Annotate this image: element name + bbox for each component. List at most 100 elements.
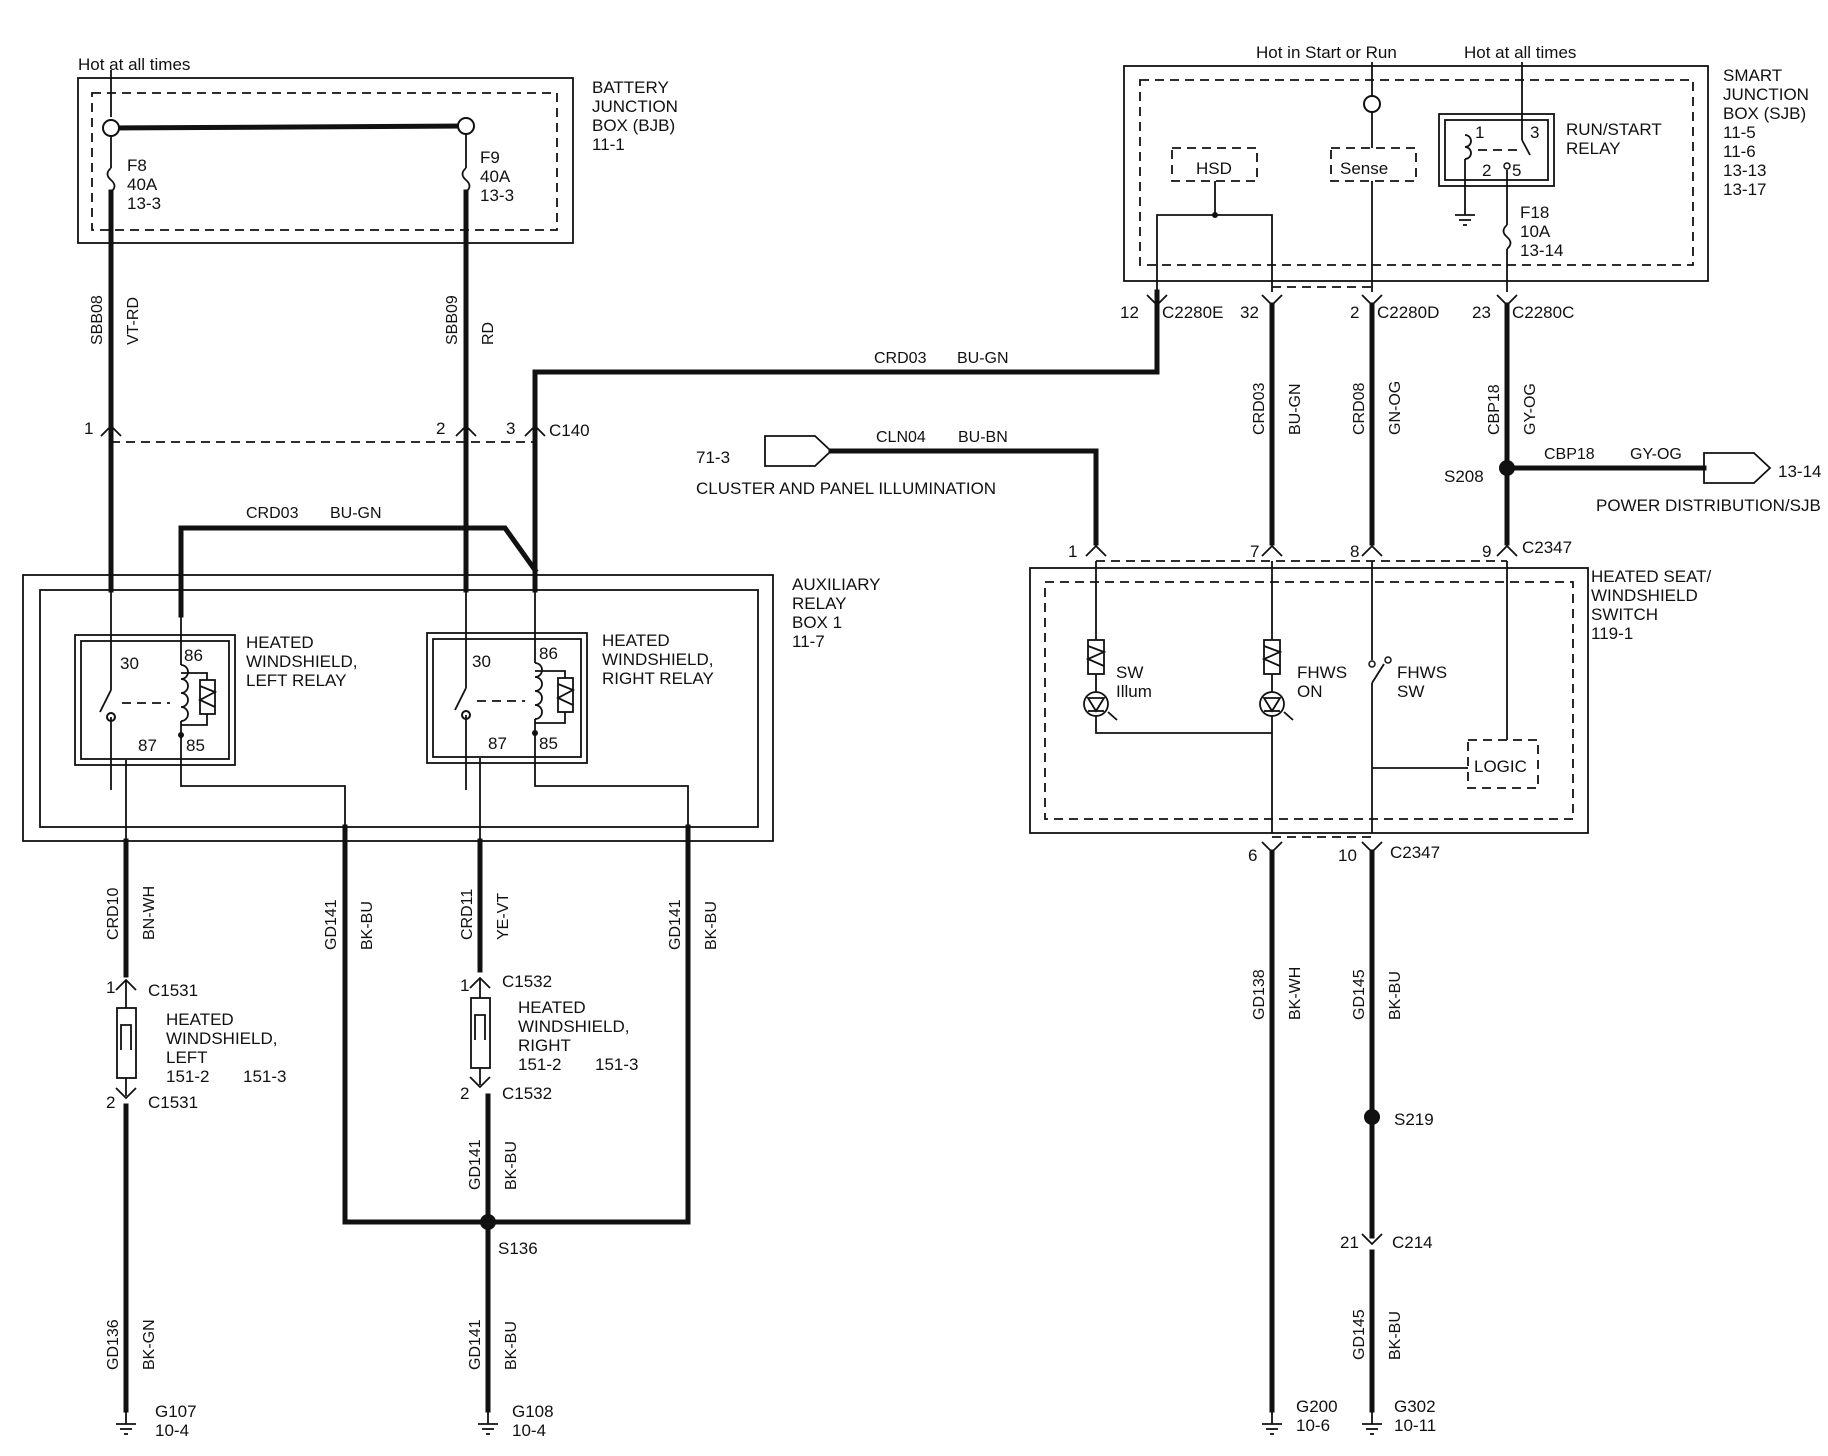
connector-c2280c-label: C2280C: [1512, 303, 1574, 322]
svg-text:G107: G107: [155, 1402, 197, 1421]
fhws-on-resistor-icon: [1261, 645, 1283, 667]
wire-gd141-b-color: BK-BU: [703, 901, 720, 950]
connector-c1532-bottom: C1532: [502, 1084, 552, 1103]
sw-illum-resistor-icon: [1085, 645, 1107, 667]
bjb-title-1: BATTERY: [592, 78, 669, 97]
fuse-f8-rating: 40A: [127, 175, 158, 194]
svg-text:2: 2: [436, 419, 445, 438]
heater-grid-left-icon: [120, 1024, 132, 1050]
sjb-ref-3: 13-13: [1723, 161, 1766, 180]
hw-right-ref-1: 151-2: [518, 1055, 561, 1074]
cluster-ref: 71-3: [696, 448, 730, 467]
wire-gd138-circuit: GD138: [1251, 969, 1268, 1020]
wire-crd11-color: YE-VT: [495, 893, 512, 940]
sjb-ref-4: 13-17: [1723, 180, 1766, 199]
svg-text:9: 9: [1482, 542, 1491, 561]
hw-right-title-2: WINDSHIELD,: [518, 1017, 629, 1036]
switch-ref: 119-1: [1591, 624, 1633, 643]
power-distribution-arrow-icon: [1703, 452, 1772, 484]
hw-right-title-3: RIGHT: [518, 1036, 571, 1055]
connector-c140-label: C140: [549, 421, 590, 440]
fuse-f8-label: F8: [127, 156, 147, 175]
wire-crd08-color: GN-OG: [1387, 381, 1404, 435]
fuse-f9-label: F9: [480, 148, 500, 167]
aux-box-title-1: AUXILIARY: [792, 575, 881, 594]
power-distribution-label: POWER DISTRIBUTION/SJB: [1596, 496, 1821, 515]
fuse-f9-icon: [461, 167, 471, 193]
sjb-title-1: SMART: [1723, 66, 1782, 85]
connector-c214-icon: [1361, 1233, 1383, 1246]
svg-text:85: 85: [539, 734, 558, 753]
fuse-f18-ref: 13-14: [1520, 241, 1563, 260]
svg-text:6: 6: [1248, 846, 1257, 865]
svg-text:10-11: 10-11: [1394, 1416, 1436, 1435]
heated-windshield-right-element: 1 C1532 2 C1532 HEATED WINDSHIELD, RIGHT…: [460, 972, 638, 1103]
splice-s219-label: S219: [1394, 1110, 1434, 1129]
left-relay-title-2: WINDSHIELD,: [246, 652, 357, 671]
connector-c2347-top-label: C2347: [1522, 538, 1572, 557]
splice-s136-icon: [480, 1214, 496, 1230]
left-relay-title-3: LEFT RELAY: [246, 671, 346, 690]
battery-junction-box: Hot at all times F8 40A 13-3 F9 40A 13-3…: [77, 55, 678, 244]
switch-title-2: WINDSHIELD: [1591, 586, 1698, 605]
svg-text:10: 10: [1338, 846, 1357, 865]
splice-s136-label: S136: [498, 1239, 538, 1258]
connector-c214-label: C214: [1392, 1233, 1433, 1252]
wire-cln04-circuit: CLN04: [876, 429, 926, 446]
wire-cln04-color: BU-BN: [958, 429, 1008, 446]
power-distribution-ref: 13-14: [1778, 462, 1821, 481]
wire-gd145-a-circuit: GD145: [1351, 969, 1368, 1020]
connector-c1532-top: C1532: [502, 972, 552, 991]
hw-right-ref-2: 151-3: [595, 1055, 638, 1074]
wire-crd03-top-color: BU-GN: [957, 350, 1009, 367]
svg-text:1: 1: [106, 978, 115, 997]
fhws-sw-label-2: SW: [1397, 682, 1424, 701]
wire-crd03-v-circuit: CRD03: [1251, 382, 1268, 435]
splice-s208-label: S208: [1444, 467, 1484, 486]
svg-text:32: 32: [1240, 303, 1259, 322]
wire-crd10-color: BN-WH: [141, 886, 158, 940]
ground-g108: G108 10-4: [478, 1402, 554, 1440]
smart-junction-box: Hot in Start or Run Hot at all times HSD…: [1123, 43, 1809, 292]
wire-gd138-color: BK-WH: [1287, 967, 1304, 1020]
connector-c2280e-label: C2280E: [1162, 303, 1223, 322]
svg-text:G200: G200: [1296, 1397, 1338, 1416]
svg-text:G108: G108: [512, 1402, 554, 1421]
svg-text:7: 7: [1250, 542, 1259, 561]
wire-cbp18-v-circuit: CBP18: [1486, 384, 1503, 435]
relay-coil-right-icon: [534, 662, 543, 720]
svg-text:1: 1: [1068, 542, 1077, 561]
cluster-panel-illumination: 71-3 CLUSTER AND PANEL ILLUMINATION CLN0…: [696, 429, 1099, 546]
heated-windshield-left-relay: 30 86 87 85 HEATED WINDSHIELD, LEFT RELA…: [74, 590, 357, 790]
fuse-f18-rating: 10A: [1520, 222, 1551, 241]
svg-text:87: 87: [488, 734, 507, 753]
wire-cbp18-v-color: GY-OG: [1522, 383, 1539, 435]
hot-at-all-times-label-left: Hot at all times: [78, 55, 190, 74]
aux-box-title-2: RELAY: [792, 594, 847, 613]
wire-gd145-b-circuit: GD145: [1351, 1309, 1368, 1360]
svg-text:G302: G302: [1394, 1397, 1436, 1416]
wire-crd03-mid-color: BU-GN: [330, 505, 382, 522]
wire-sbb09-color: RD: [480, 322, 497, 345]
right-relay-title-1: HEATED: [602, 631, 670, 650]
svg-text:23: 23: [1472, 303, 1491, 322]
svg-text:30: 30: [472, 652, 491, 671]
sw-illum-label-1: SW: [1116, 663, 1143, 682]
hw-right-title-1: HEATED: [518, 998, 586, 1017]
hsd-label: HSD: [1196, 159, 1232, 178]
splice-s219-icon: [1364, 1109, 1380, 1125]
svg-text:85: 85: [186, 736, 205, 755]
wire-gd141-a-color: BK-BU: [359, 901, 376, 950]
svg-text:86: 86: [539, 644, 558, 663]
fhws-on-label-1: FHWS: [1297, 663, 1347, 682]
wire-cbp18-h-circuit: CBP18: [1544, 446, 1595, 463]
svg-text:3: 3: [1530, 123, 1539, 142]
wire-gd141-c-color: BK-BU: [503, 1141, 520, 1190]
ground-g200: G200 10-6: [1262, 1397, 1338, 1435]
svg-text:12: 12: [1120, 303, 1139, 322]
sw-illum-label-2: Illum: [1116, 682, 1152, 701]
bjb-title-3: BOX (BJB): [592, 116, 675, 135]
heated-windshield-left-element: 1 C1531 2 C1531 HEATED WINDSHIELD, LEFT …: [106, 978, 286, 1112]
cluster-arrow-icon: [764, 435, 833, 467]
fuse-f9-ref: 13-3: [480, 186, 514, 205]
